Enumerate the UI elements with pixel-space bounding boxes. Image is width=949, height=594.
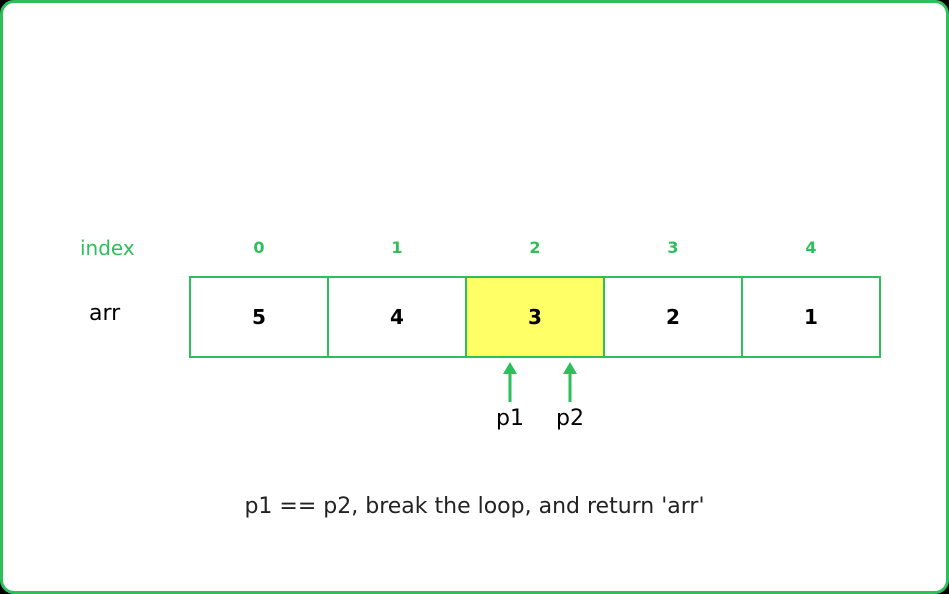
array-name-label: arr: [89, 301, 121, 326]
index-number: 4: [805, 238, 817, 257]
array-cell: 1: [741, 276, 881, 358]
pointer-p2-label: p2: [556, 406, 584, 431]
up-arrow-icon: [503, 362, 517, 402]
array-cell: 5: [189, 276, 329, 358]
array-cell: 4: [327, 276, 467, 358]
pointer-p1-label: p1: [496, 406, 524, 431]
array-cell: 2: [603, 276, 743, 358]
array-cells: 5 4 3 2 1: [189, 276, 881, 358]
index-number: 3: [667, 238, 679, 257]
index-row-label: index: [80, 236, 135, 260]
status-message: p1 == p2, break the loop, and return 'ar…: [244, 494, 705, 519]
pointer-p2: p2: [555, 362, 585, 431]
index-number: 1: [391, 238, 403, 257]
array-cell: 3: [465, 276, 605, 358]
index-number: 0: [253, 238, 265, 257]
index-number: 2: [529, 238, 541, 257]
pointer-p1: p1: [495, 362, 525, 431]
up-arrow-icon: [563, 362, 577, 402]
